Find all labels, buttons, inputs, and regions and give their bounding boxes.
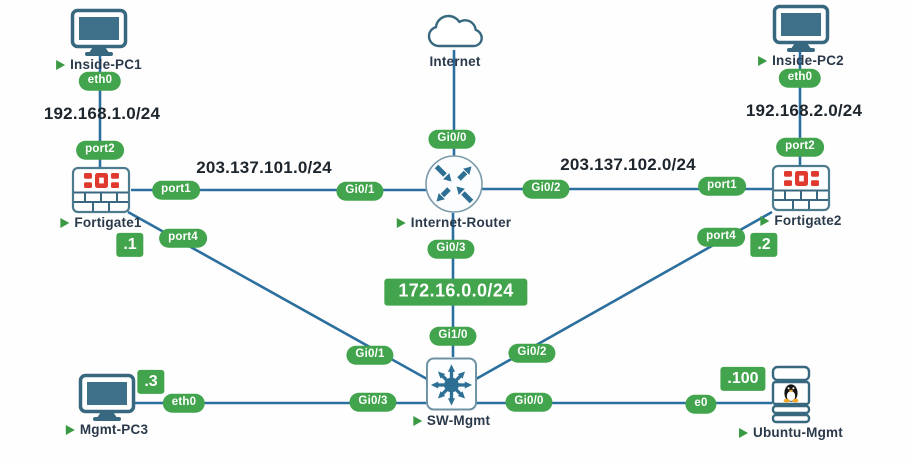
- node-label[interactable]: Inside-PC1: [56, 57, 142, 72]
- started-triangle-icon: [412, 415, 422, 426]
- node-name: Fortigate2: [774, 213, 842, 228]
- node-name: Mgmt-PC3: [79, 422, 149, 437]
- node-inside-pc2[interactable]: Inside-PC2: [758, 4, 844, 68]
- started-triangle-icon: [60, 217, 70, 228]
- interface-label-fg2-port4[interactable]: port4: [697, 227, 745, 247]
- node-name: Inside-PC1: [70, 57, 142, 72]
- subnet-label-wan2[interactable]: 203.137.102.0/24: [560, 155, 696, 174]
- fortigate-firewall-icon: [71, 166, 131, 214]
- node-label[interactable]: Fortigate1: [60, 215, 141, 230]
- interface-label-fg2-port2[interactable]: port2: [776, 137, 824, 157]
- node-name: Internet: [429, 54, 481, 69]
- interface-label-sw-gi0-1[interactable]: Gi0/1: [346, 345, 394, 365]
- interface-label-router-gi0-3[interactable]: Gi0/3: [427, 239, 475, 259]
- router-icon: [425, 155, 483, 213]
- interface-label-router-gi0-1[interactable]: Gi0/1: [336, 181, 384, 201]
- tux-penguin-icon: [783, 384, 799, 403]
- fortigate-firewall-icon: [771, 164, 831, 212]
- subnet-label-inside1[interactable]: 192.168.1.0/24: [43, 104, 161, 123]
- started-triangle-icon: [56, 59, 66, 70]
- interface-label-pc2-eth0[interactable]: eth0: [778, 68, 822, 88]
- node-name: Fortigate1: [74, 215, 142, 230]
- node-mgmt-pc3[interactable]: Mgmt-PC3: [65, 373, 148, 437]
- interface-label-pc1-eth0[interactable]: eth0: [78, 71, 122, 91]
- node-sw-mgmt[interactable]: SW-Mgmt: [412, 356, 490, 428]
- subnet-badge-mgmt[interactable]: 172.16.0.0/24: [384, 278, 528, 306]
- interface-label-sw-gi0-2[interactable]: Gi0/2: [508, 343, 556, 363]
- interface-label-sw-gi1-0[interactable]: Gi1/0: [429, 326, 477, 346]
- node-label[interactable]: SW-Mgmt: [412, 413, 491, 428]
- interface-label-ubuntu-e0[interactable]: e0: [685, 394, 717, 414]
- node-label[interactable]: Internet: [429, 54, 480, 69]
- started-triangle-icon: [396, 217, 406, 228]
- pc-monitor-icon: [70, 8, 128, 56]
- interface-label-sw-gi0-0[interactable]: Gi0/0: [505, 392, 553, 412]
- node-label[interactable]: Internet-Router: [396, 215, 512, 230]
- started-triangle-icon: [758, 55, 768, 66]
- interface-label-fg1-port4[interactable]: port4: [159, 228, 207, 248]
- node-label[interactable]: Fortigate2: [760, 213, 841, 228]
- node-ubuntu-mgmt[interactable]: Ubuntu-Mgmt: [739, 365, 843, 440]
- switch-icon: [425, 357, 478, 411]
- started-triangle-icon: [739, 427, 749, 438]
- node-label[interactable]: Ubuntu-Mgmt: [739, 425, 843, 440]
- node-name: Inside-PC2: [772, 53, 844, 68]
- host-address-mgmt-pc3[interactable]: .3: [137, 369, 165, 395]
- interface-label-router-gi0-0[interactable]: Gi0/0: [428, 129, 476, 149]
- subnet-label-wan1[interactable]: 203.137.101.0/24: [196, 158, 332, 177]
- node-fortigate1[interactable]: Fortigate1: [60, 166, 141, 230]
- subnet-label-inside2[interactable]: 192.168.2.0/24: [745, 101, 863, 120]
- node-fortigate2[interactable]: Fortigate2: [760, 164, 841, 228]
- node-internet-cloud[interactable]: Internet: [425, 11, 485, 69]
- linux-server-icon: [771, 365, 811, 424]
- interface-label-fg1-port1[interactable]: port1: [152, 180, 200, 200]
- pc-monitor-icon: [78, 373, 136, 421]
- node-label[interactable]: Mgmt-PC3: [65, 422, 149, 437]
- interface-label-sw-gi0-3[interactable]: Gi0/3: [349, 392, 397, 412]
- node-inside-pc1[interactable]: Inside-PC1: [56, 8, 142, 72]
- host-address-ubuntu-mgmt[interactable]: .100: [720, 366, 766, 392]
- interface-label-fg1-port2[interactable]: port2: [76, 140, 124, 160]
- host-address-fortigate2[interactable]: .2: [750, 232, 778, 258]
- node-name: Ubuntu-Mgmt: [753, 425, 843, 440]
- node-label[interactable]: Inside-PC2: [758, 53, 844, 68]
- node-internet-router[interactable]: Internet-Router: [396, 154, 511, 230]
- node-name: Internet-Router: [410, 215, 512, 230]
- host-address-fortigate1[interactable]: .1: [116, 232, 144, 258]
- interface-label-router-gi0-2[interactable]: Gi0/2: [522, 179, 570, 199]
- pc-monitor-icon: [772, 4, 830, 52]
- cloud-icon: [427, 14, 483, 48]
- started-triangle-icon: [760, 215, 770, 226]
- interface-label-pc3-eth0[interactable]: eth0: [162, 393, 206, 413]
- interface-label-fg2-port1[interactable]: port1: [698, 176, 746, 196]
- node-name: SW-Mgmt: [426, 413, 491, 428]
- started-triangle-icon: [65, 424, 75, 435]
